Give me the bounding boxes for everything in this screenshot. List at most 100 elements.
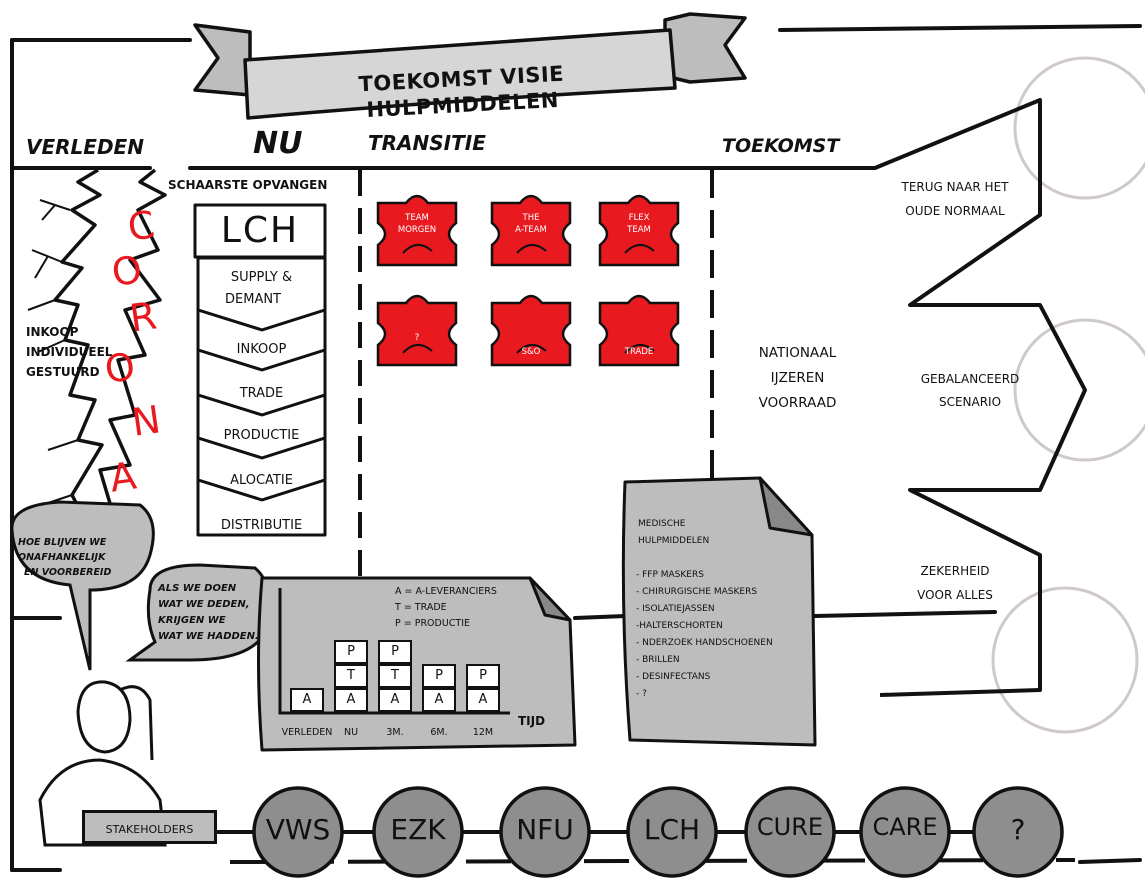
bar-segment-label: A [346, 692, 356, 707]
puzzle-piece [598, 194, 680, 267]
bar-segment-label: P [479, 668, 487, 683]
phase-toekomst: TOEKOMST [722, 135, 840, 157]
stakeholder-name: CURE [756, 813, 824, 841]
bubble2-line: KRIJGEN WE [158, 615, 226, 626]
corona-letter: O [108, 247, 145, 295]
chart-tick-label: 6M. [430, 727, 448, 738]
stakeholder-name: NFU [516, 813, 574, 846]
doc-item: - DESINFECTANS [636, 672, 711, 682]
puzzle-piece [598, 294, 680, 367]
chart-tick-label: NU [343, 727, 359, 738]
chain-step: INKOOP [236, 342, 287, 357]
bar-segment-label: T [391, 668, 399, 683]
bar-segment [466, 688, 500, 712]
scenario-line: OUDE NORMAAL [905, 204, 1005, 218]
chain-step: DISTRIBUTIE [220, 518, 303, 533]
bar-segment-label: T [347, 668, 355, 683]
chart-legend-item: P = PRODUCTIE [395, 618, 471, 629]
spring-icon [624, 244, 655, 254]
bubble1-line: EN VOORBEREID [24, 567, 112, 578]
stakeholder-circle [972, 786, 1064, 878]
stakeholder-circle [744, 786, 836, 878]
lch-label: LCH [220, 210, 300, 251]
past-text-line: INKOOP [26, 325, 79, 339]
stakeholder-name: EZK [390, 813, 446, 846]
puzzle-mark [402, 344, 433, 354]
chain-step: TRADE [239, 386, 284, 401]
bar-segment-label: P [391, 644, 399, 659]
scenario-line: GEBALANCEERD [920, 372, 1020, 386]
chart-tick-label: VERLEDEN [281, 727, 333, 738]
decorative-circles [991, 56, 1145, 734]
phase-nu: NU [253, 126, 303, 161]
chart-legend-item: T = TRADE [395, 602, 447, 613]
medical-document [621, 476, 817, 747]
bubble2-line: WAT WE DEDEN, [158, 599, 250, 610]
doc-item: - CHIRURGISCHE MASKERS [636, 587, 758, 597]
bar-chart [278, 588, 510, 715]
stakeholder-circle [626, 786, 718, 878]
puzzle-piece [490, 194, 572, 267]
bar-segment [334, 664, 368, 688]
stakeholder-circle [372, 786, 464, 878]
bar-segment [378, 640, 412, 664]
doc-item: -HALTERSCHORTEN [636, 621, 723, 631]
stakeholder-name: VWS [265, 813, 331, 846]
stakeholder-name: CARE [872, 813, 938, 841]
bar-segment-label: A [478, 692, 488, 707]
phase-transitie: TRANSITIE [368, 131, 486, 155]
doc-item: - ? [636, 689, 647, 699]
reserve-line: VOORRAAD [758, 395, 837, 411]
doc-item: - FFP MASKERS [636, 570, 704, 580]
stakeholder-name: ? [1010, 813, 1026, 846]
past-text-line: INDIVIDUEEL [26, 345, 113, 359]
puzzle-piece [376, 194, 458, 267]
stakeholder-circles [252, 786, 1064, 878]
stakeholder-circle [499, 786, 591, 878]
scenario-line: TERUG NAAR HET [901, 180, 1009, 194]
doc-item: - BRILLEN [636, 655, 680, 665]
bubble2-line: WAT WE HADDEN. [158, 631, 259, 642]
puzzle-label: TEAM [627, 225, 651, 235]
bar-segment [378, 664, 412, 688]
hand-writing-icon [516, 244, 547, 254]
corona-letter: O [101, 344, 138, 392]
supply-chain-shape [193, 203, 327, 537]
bubble1-line: ONAFHANKELIJK [18, 552, 106, 563]
puzzle-label: THE [522, 213, 540, 223]
bubble1-line: HOE BLIJVEN WE [18, 537, 107, 548]
speech-bubbles [10, 500, 272, 671]
stakeholder-circle [859, 786, 951, 878]
puzzle-pieces [376, 194, 680, 367]
bar-segment [334, 640, 368, 664]
rocket-icon [402, 244, 433, 254]
bar-segment [378, 688, 412, 712]
chart-xlabel: TIJD [518, 714, 546, 728]
doc-title-line: MEDISCHE [638, 519, 686, 529]
bar-segment-label: P [347, 644, 355, 659]
stakeholder-name: LCH [643, 813, 701, 846]
bubble2-line: ALS WE DOEN [158, 583, 237, 594]
bar-segment-label: P [435, 668, 443, 683]
puzzle-label: MORGEN [397, 225, 437, 235]
outer-frame [10, 24, 1142, 872]
puzzle-piece [490, 294, 572, 367]
chart-tick-label: 12M [472, 727, 494, 738]
reserve-line: NATIONAAL [758, 345, 837, 361]
chart-legend-item: A = A-LEVERANCIERS [395, 586, 497, 597]
doc-item: - ISOLATIEJASSEN [636, 604, 715, 614]
chain-step: PRODUCTIE [223, 428, 300, 443]
puzzle-label: TRADE [624, 347, 654, 357]
puzzle-label: A-TEAM [515, 225, 547, 235]
stakeholders-label: STAKEHOLDERS [82, 810, 217, 844]
bar-segment [422, 664, 456, 688]
bar-segment-label: A [302, 692, 312, 707]
bar-segment [466, 664, 500, 688]
doc-title-line: HULPMIDDELEN [638, 536, 710, 546]
doc-item: - NDERZOEK HANDSCHOENEN [636, 638, 773, 648]
past-text-line: GESTUURD [26, 365, 100, 379]
stakeholder-circle [252, 786, 344, 878]
puzzle-label: FLEX [628, 213, 650, 223]
cart-icon [624, 344, 655, 354]
